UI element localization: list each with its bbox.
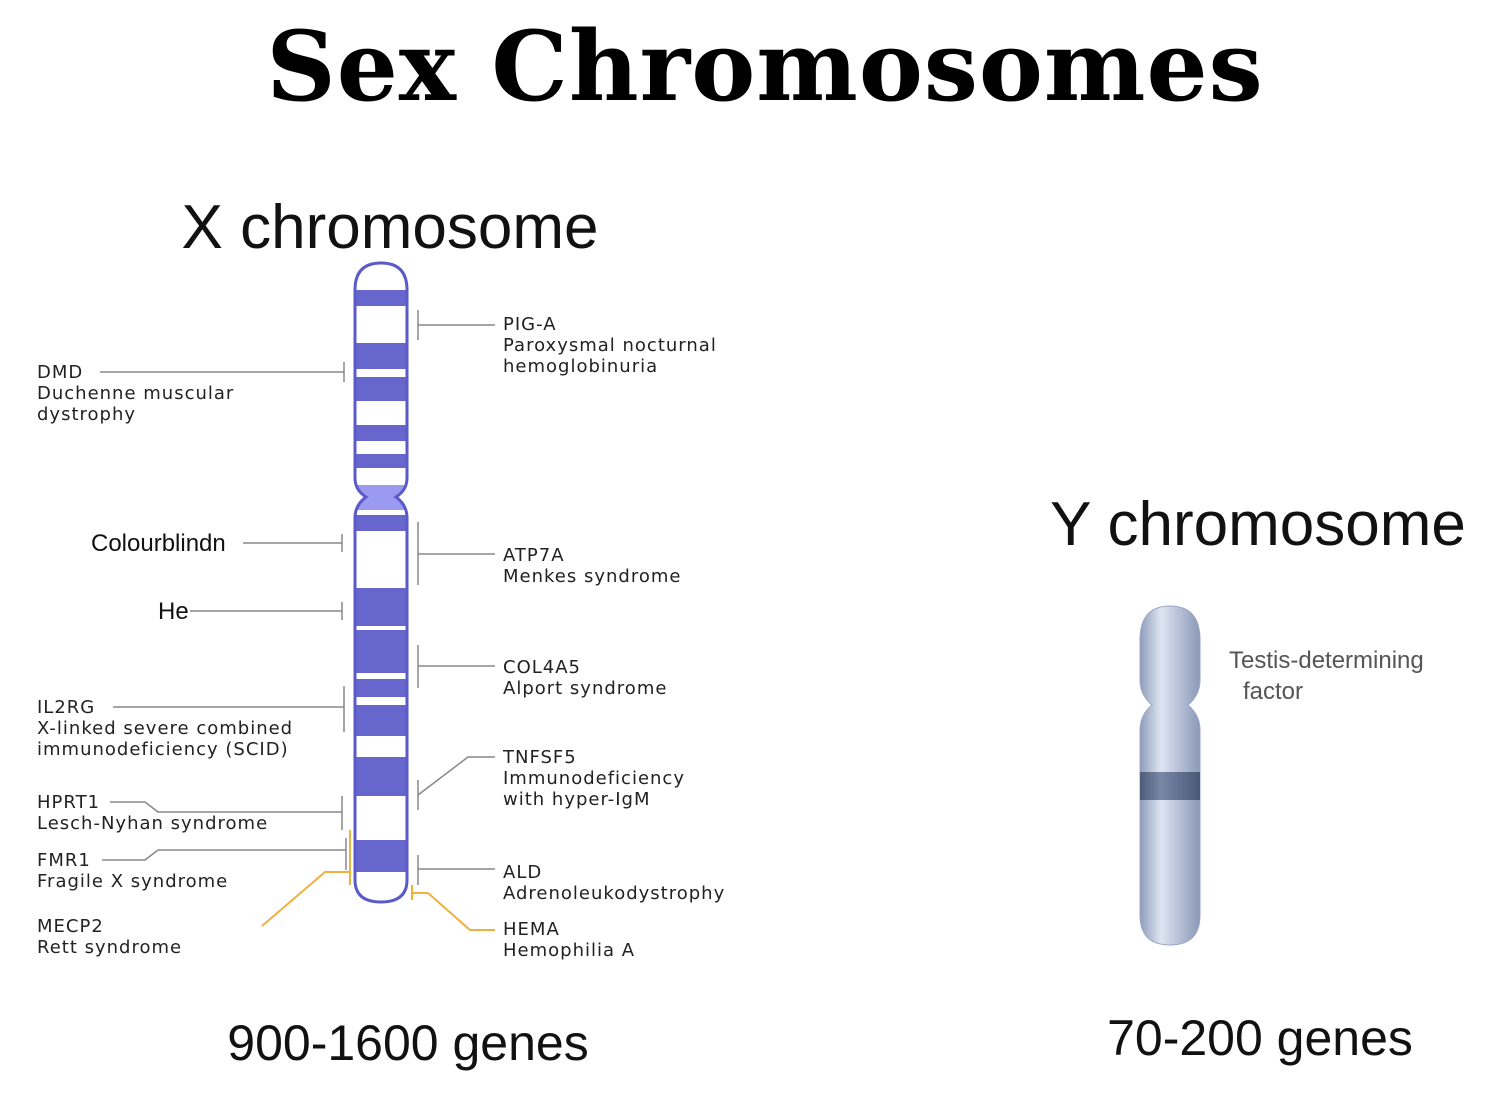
disease-label: Alport syndrome [503,678,667,699]
disease-label: Rett syndrome [37,937,182,958]
disease-label: X-linked severe combined [37,718,293,739]
gene-label: DMD [37,362,83,383]
chromosome-band [355,377,407,401]
disease-label: Duchenne muscular [37,383,234,404]
disease-label: Paroxysmal nocturnal [503,335,717,356]
x-chromosome-heading: X chromosome [182,193,599,262]
chromosome-band [355,840,407,872]
chromosome-band [355,515,407,531]
chromosome-band [355,290,407,306]
page-title: Sex Chromosomes [266,10,1263,123]
disease-label: Hemophilia A [503,940,635,961]
gene-label: MECP2 [37,916,104,937]
gene-label: He [158,598,189,625]
chromosome-band [355,588,407,626]
x-chromosome [353,261,409,904]
disease-label: Fragile X syndrome [37,871,228,892]
gene-label: TNFSF5 [502,747,577,768]
tdf-label-line1: Testis-determining [1229,647,1424,674]
y-chromosome-heading: Y chromosome [1050,490,1466,559]
chromosome-band [355,630,407,673]
tdf-label-line2: factor [1243,678,1303,705]
chromosome-band [355,705,407,736]
disease-label: Immunodeficiency [503,768,685,789]
gene-label: COL4A5 [503,657,581,678]
disease-label: with hyper-IgM [503,789,650,810]
gene-label: Colourblindn [91,530,226,557]
chromosome-band [355,757,407,796]
left-connectors [100,362,351,927]
gene-label: ATP7A [503,545,565,566]
y-band [1140,772,1200,800]
x-gene-count: 900-1600 genes [227,1015,588,1071]
disease-label: Adrenoleukodystrophy [503,883,725,904]
chromosome-band [355,425,407,441]
right-connectors [411,310,495,931]
y-chromosome [1139,605,1201,946]
disease-label: hemoglobinuria [503,356,658,377]
chromosome-band [355,679,407,697]
disease-label: Lesch-Nyhan syndrome [37,813,268,834]
chromosome-band [355,343,407,369]
gene-label: FMR1 [37,850,91,871]
disease-label: immunodeficiency (SCID) [37,739,289,760]
disease-label: Menkes syndrome [503,566,681,587]
gene-label: ALD [503,862,542,883]
gene-label: PIG-A [503,314,557,335]
gene-label: IL2RG [37,697,95,718]
chromosome-band [355,454,407,468]
gene-label: HPRT1 [37,792,100,813]
y-gene-count: 70-200 genes [1107,1010,1413,1066]
gene-label: HEMA [503,919,560,940]
disease-label: dystrophy [37,404,136,425]
